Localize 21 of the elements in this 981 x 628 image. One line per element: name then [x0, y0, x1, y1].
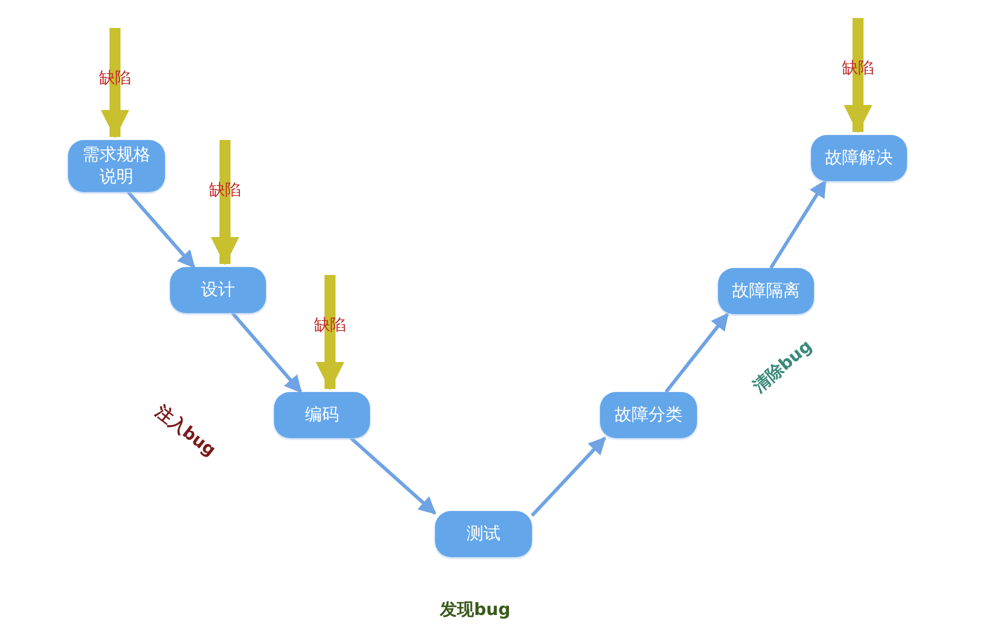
box-label: 故障分类 [614, 404, 684, 427]
arrow [126, 190, 196, 268]
process-box [718, 268, 814, 314]
arrow [231, 312, 302, 394]
arrow [769, 180, 827, 269]
process-box [274, 392, 370, 438]
process-box [811, 135, 907, 181]
box-label: 故障解决 [824, 146, 894, 170]
box-label: 编码 [304, 404, 340, 427]
arrow [530, 436, 606, 517]
process-box [435, 511, 532, 557]
arrow [350, 436, 436, 515]
box-label: 需求规格说明 [82, 144, 152, 189]
process-box [68, 140, 165, 192]
process-box [600, 392, 697, 438]
process-box [170, 267, 266, 313]
arrow [664, 312, 729, 394]
box-label: 测试 [466, 522, 502, 546]
box-label: 设计 [200, 278, 236, 302]
box-label: 故障隔离 [731, 280, 801, 303]
stage-label: 发现bug [440, 599, 510, 621]
